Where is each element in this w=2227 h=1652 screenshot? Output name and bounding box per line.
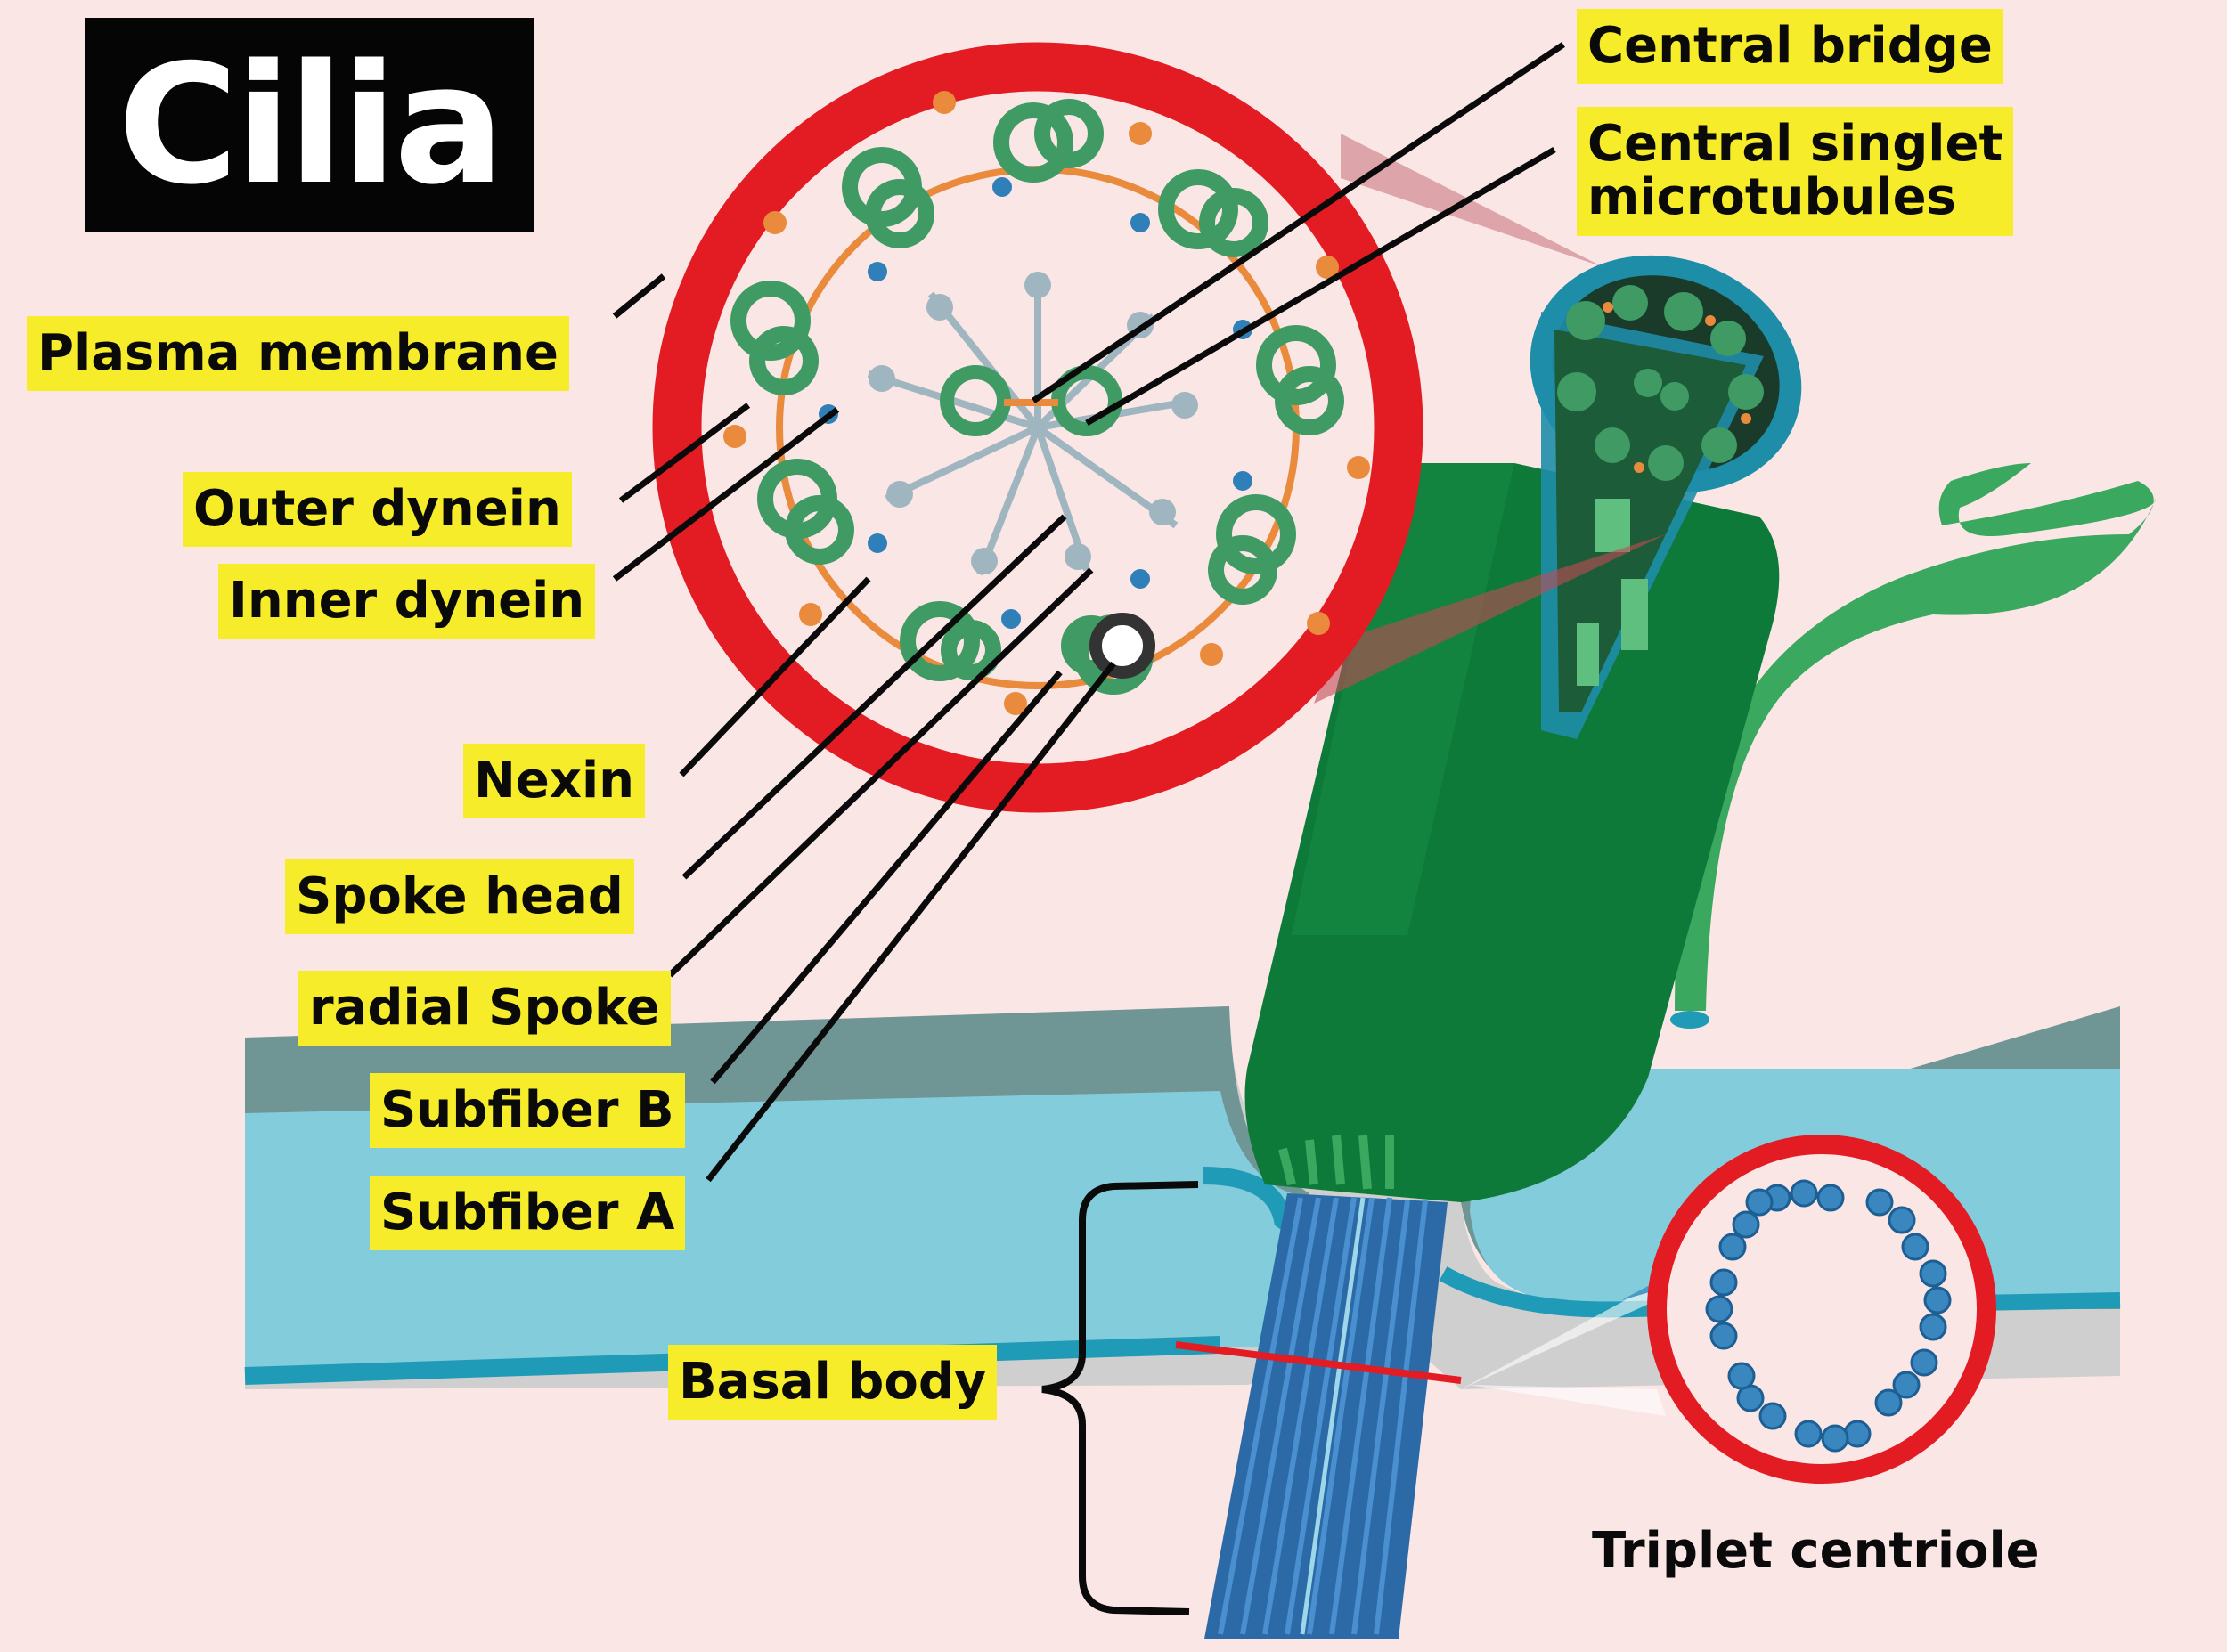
- section-cut-line: [1175, 1341, 1462, 1384]
- axoneme-cross-section: [652, 42, 1423, 813]
- page-title: Cilia: [118, 28, 505, 221]
- subfiber-a-marker: [1089, 613, 1155, 679]
- label-outer-dynein: Outer dynein: [183, 472, 572, 548]
- leader-lines: [612, 42, 1565, 1183]
- basal-body-bracket: [1041, 1181, 1199, 1615]
- label-radial-spoke: radial Spoke: [298, 971, 671, 1046]
- flagellum-tail: [1675, 463, 2156, 1011]
- label-nexin: Nexin: [463, 744, 646, 819]
- label-inner-dynein: Inner dynein: [218, 564, 596, 639]
- title-box: Cilia: [85, 18, 534, 232]
- inner-membrane-layer: [245, 1091, 1309, 1380]
- label-central-singlet-line1: Central singlet: [1587, 115, 2003, 173]
- label-central-singlet-line2: microtubules: [1587, 168, 1956, 227]
- outer-dynein-arms: [723, 91, 1370, 715]
- label-central-bridge: Central bridge: [1577, 9, 2003, 85]
- label-plasma-membrane: Plasma membrane: [27, 316, 570, 392]
- label-central-singlet: Central singlet microtubules: [1577, 107, 2014, 236]
- label-subfiber-a: Subfiber A: [370, 1176, 686, 1251]
- label-subfiber-b: Subfiber B: [370, 1073, 685, 1149]
- triplet-centriole-section: [1647, 1135, 1996, 1484]
- label-spoke-head: Spoke head: [285, 859, 634, 935]
- label-triplet-centriole: Triplet centriole: [1592, 1522, 2040, 1580]
- cilium-cross-section: [1530, 255, 1802, 739]
- basal-body: [1204, 1193, 1448, 1639]
- label-basal-body: Basal body: [668, 1345, 998, 1420]
